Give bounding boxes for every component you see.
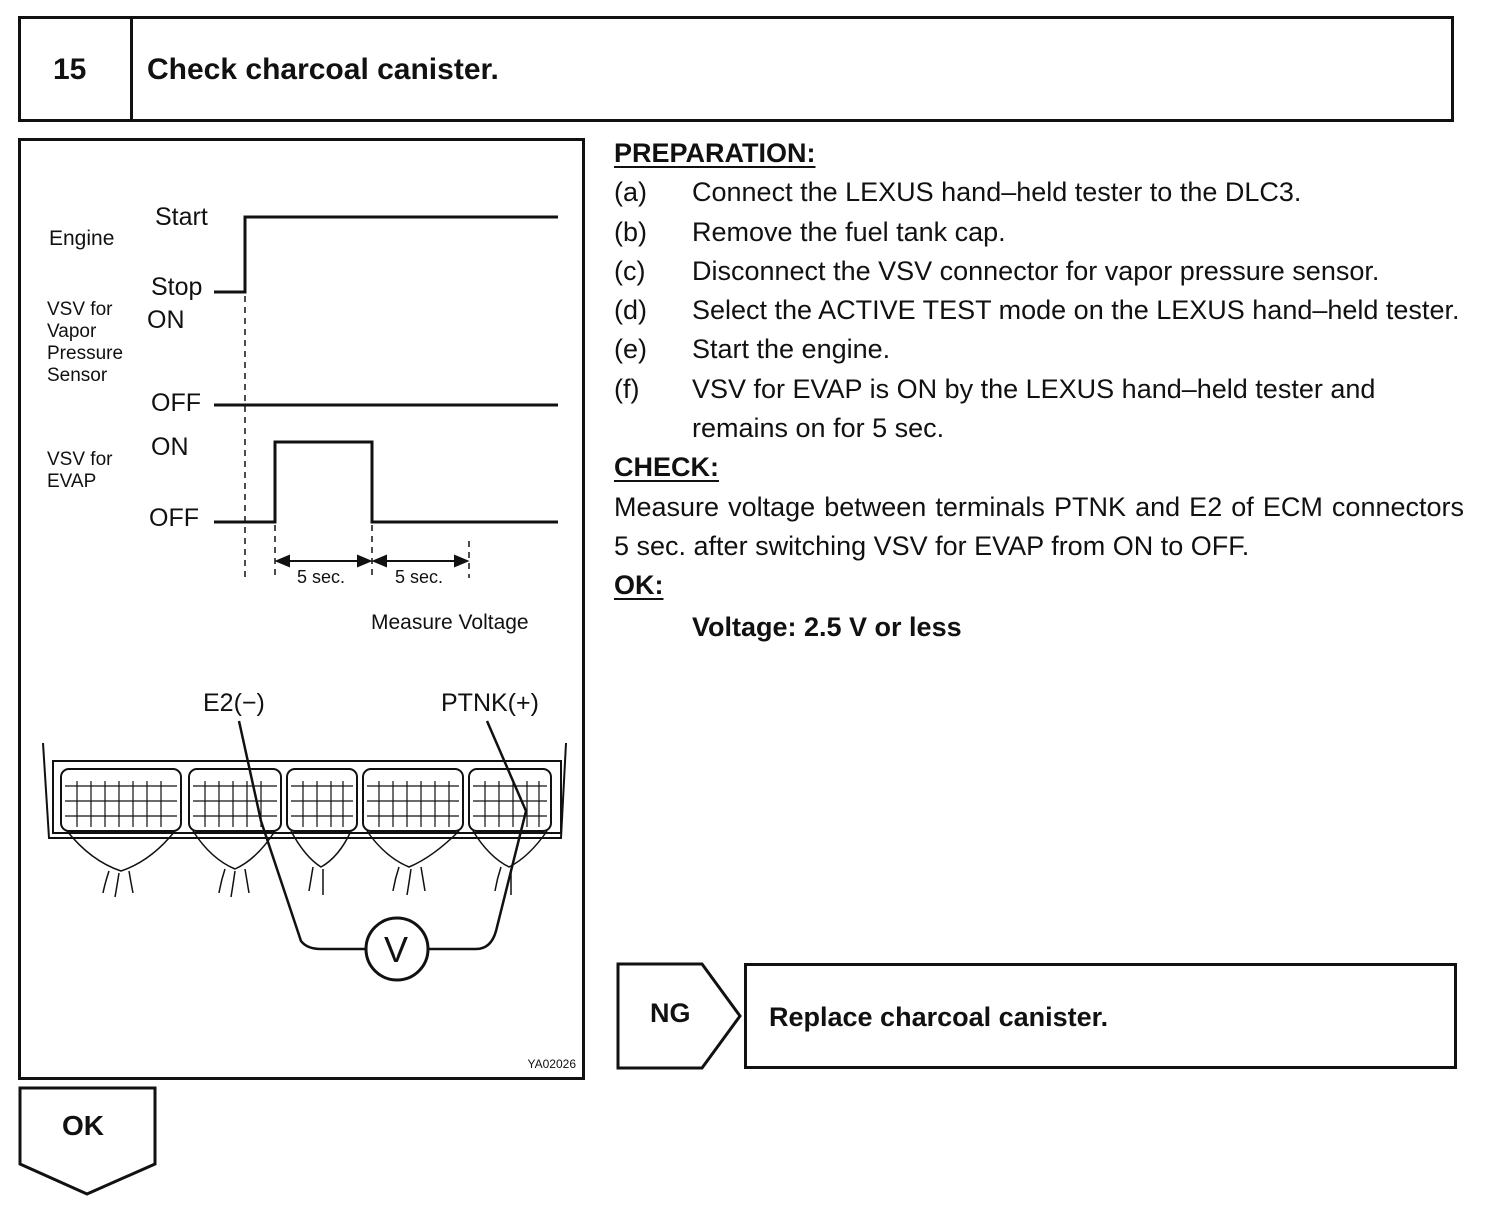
engine-label: Engine <box>49 227 115 250</box>
step-label: (c) <box>614 255 646 286</box>
ok-criteria: Voltage: 2.5 V or less <box>692 611 962 642</box>
step-label: (e) <box>614 334 647 365</box>
evap-off-label: OFF <box>149 504 199 532</box>
vsv-vapor-label-line: Vapor <box>47 321 97 342</box>
wire-harness <box>66 830 548 898</box>
evap-on-label: ON <box>151 433 189 461</box>
step-text: Select the ACTIVE TEST mode on the LEXUS… <box>692 295 1460 326</box>
evap-signal-line <box>214 440 558 524</box>
step-text: VSV for EVAP is ON by the LEXUS hand–hel… <box>692 373 1376 444</box>
check-text: Measure voltage between terminals PTNK a… <box>614 491 1464 561</box>
figure-code: YA02026 <box>527 1057 577 1071</box>
vapor-on-label: ON <box>147 306 185 334</box>
ptnk-lead <box>429 720 528 951</box>
vsv-evap-label-line: VSV for <box>47 449 113 470</box>
ng-action-text: Replace charcoal canister. <box>769 1002 1109 1032</box>
ecm-connector-block <box>42 742 567 839</box>
preparation-step: (f) VSV for EVAP is ON by the LEXUS hand… <box>614 370 1464 449</box>
ok-arrow-label: OK <box>62 1110 104 1141</box>
step-text: Remove the fuel tank cap. <box>692 216 1006 247</box>
preparation-step: (c) Disconnect the VSV connector for vap… <box>614 252 1464 291</box>
preparation-step: (d) Select the ACTIVE TEST mode on the L… <box>614 291 1464 330</box>
ng-arrow-shape <box>616 962 742 1070</box>
check-heading: CHECK: <box>614 452 719 483</box>
vsv-evap-label-line: EVAP <box>47 471 97 492</box>
step-label: (d) <box>614 295 647 326</box>
connector-pins <box>76 781 540 827</box>
figure-panel: Engine Start Stop VSV for Vapor Pressure… <box>18 138 585 1080</box>
ng-label: NG <box>650 998 691 1028</box>
step-label: (b) <box>614 216 647 247</box>
step-label: (a) <box>614 177 647 208</box>
duration-label-1: 5 sec. <box>297 567 346 587</box>
step-number-cell: 15 <box>21 19 133 119</box>
ptnk-terminal-label: PTNK(+) <box>441 689 539 717</box>
vsv-evap-label: VSV for EVAP <box>47 449 112 493</box>
procedure-text: PREPARATION: (a) Connect the LEXUS hand–… <box>614 134 1464 647</box>
step-number: 15 <box>53 53 87 86</box>
measure-voltage-label: Measure Voltage <box>371 611 529 634</box>
step-text: Disconnect the VSV connector for vapor p… <box>692 255 1380 286</box>
step-text: Start the engine. <box>692 334 891 365</box>
preparation-step: (e) Start the engine. <box>614 330 1464 369</box>
step-label: (f) <box>614 373 640 404</box>
step-header: 15 Check charcoal canister. <box>18 16 1454 122</box>
ng-action-box: Replace charcoal canister. <box>744 963 1457 1069</box>
ok-arrow-shape <box>18 1086 157 1196</box>
vsv-vapor-label-line: Sensor <box>47 365 108 386</box>
ok-heading: OK: <box>614 570 664 601</box>
engine-signal-line <box>214 215 558 294</box>
vsv-vapor-label-line: Pressure <box>47 343 124 364</box>
step-title: Check charcoal canister. <box>147 53 499 86</box>
preparation-step: (b) Remove the fuel tank cap. <box>614 213 1464 252</box>
preparation-heading: PREPARATION: <box>614 138 816 168</box>
vsv-vapor-label: VSV for Vapor Pressure Sensor <box>47 299 123 387</box>
voltmeter-label: V <box>384 929 409 970</box>
e2-lead <box>237 720 366 951</box>
preparation-step: (a) Connect the LEXUS hand–held tester t… <box>614 173 1464 212</box>
stop-label: Stop <box>151 273 203 301</box>
voltmeter <box>364 916 430 982</box>
duration-label-2: 5 sec. <box>395 567 444 587</box>
vsv-vapor-label-line: VSV for <box>47 299 113 320</box>
step-text: Connect the LEXUS hand–held tester to th… <box>692 177 1302 208</box>
figure-drawing <box>42 215 567 982</box>
vapor-off-label: OFF <box>151 389 201 417</box>
probe-leads <box>237 720 528 951</box>
start-label: Start <box>155 203 208 231</box>
e2-terminal-label: E2(−) <box>203 689 265 717</box>
